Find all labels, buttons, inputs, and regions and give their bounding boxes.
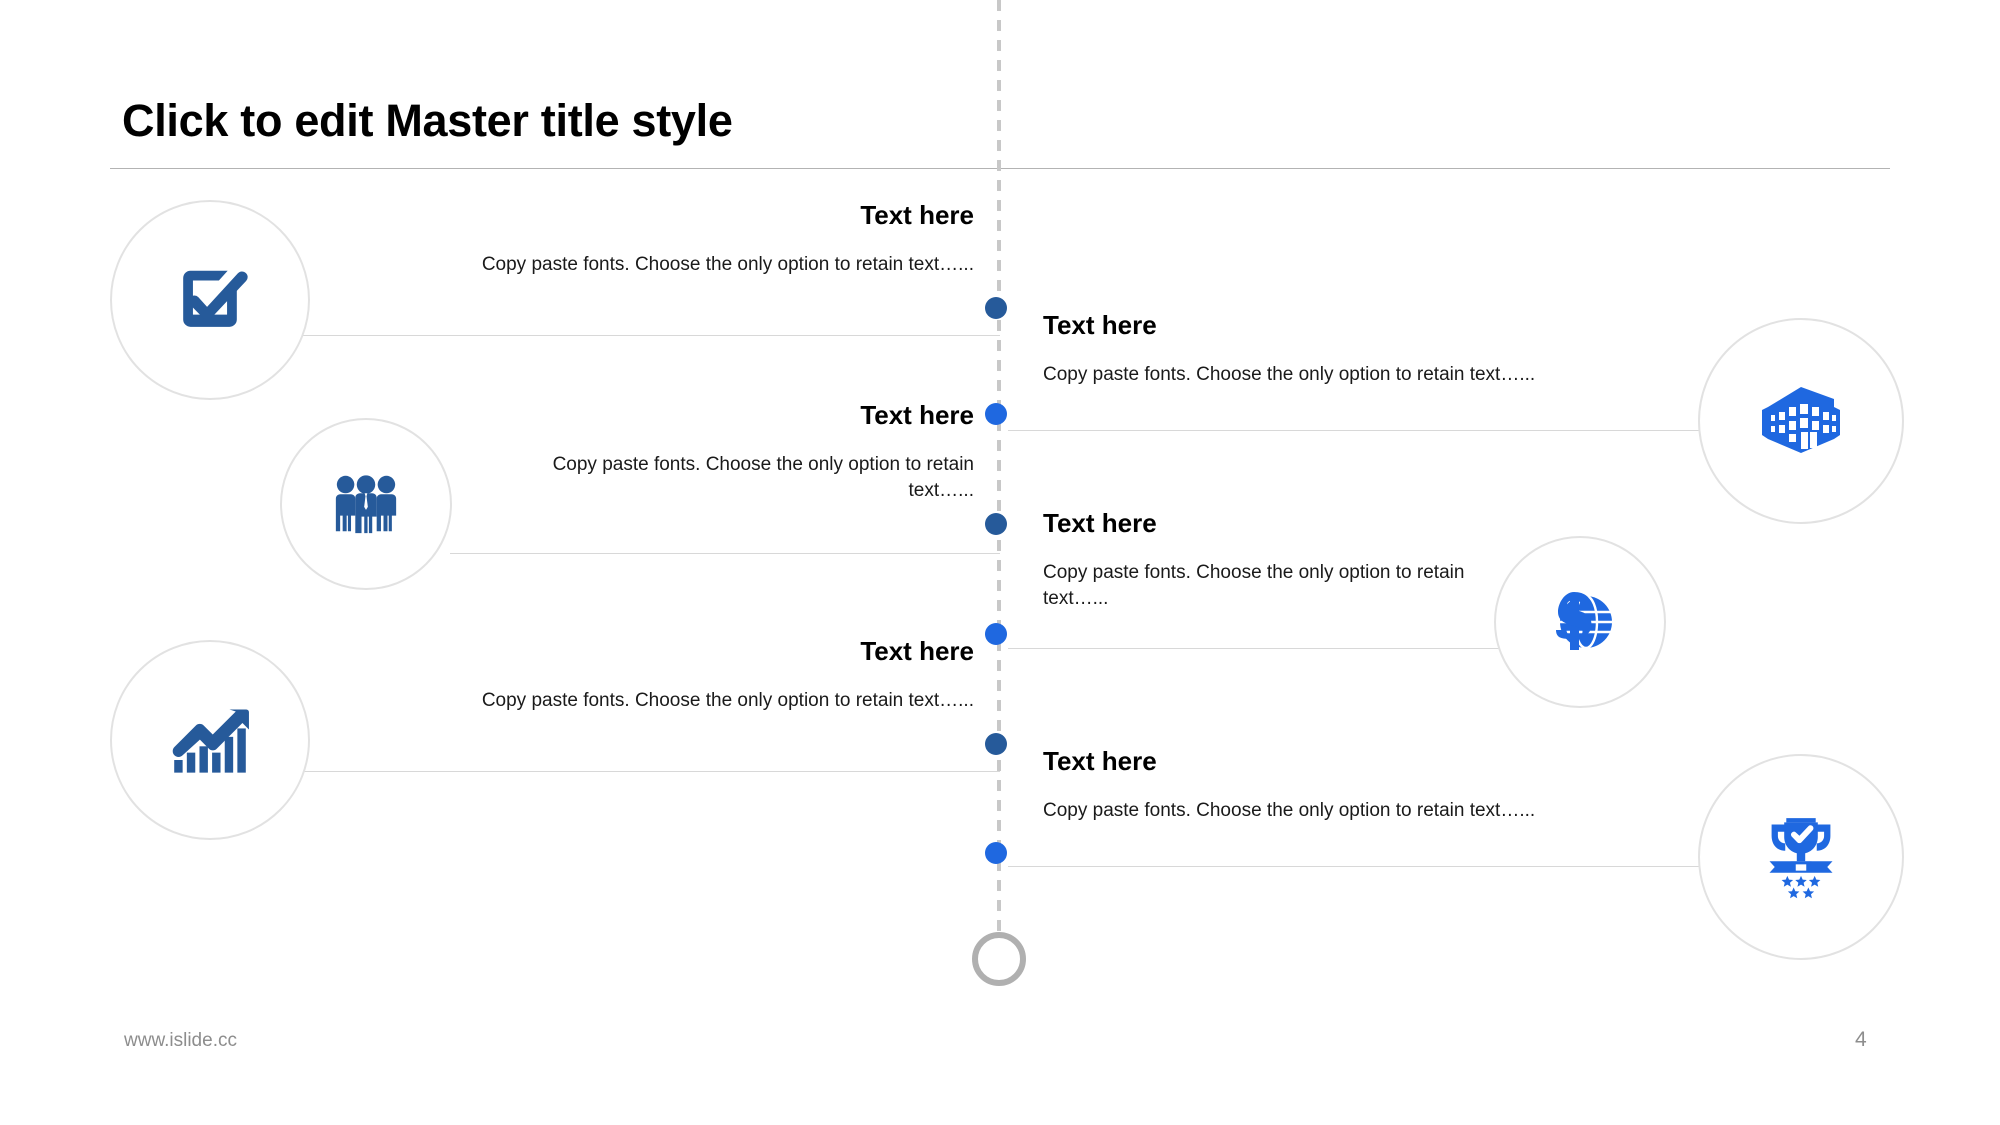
connector-line-left-3 bbox=[300, 771, 1000, 772]
connector-line-left-1 bbox=[300, 335, 1000, 336]
text-block-left-3: Text here Copy paste fonts. Choose the o… bbox=[340, 636, 974, 714]
block-heading: Text here bbox=[860, 400, 974, 430]
block-heading: Text here bbox=[1043, 746, 1157, 776]
icon-circle-building[interactable] bbox=[1698, 318, 1904, 524]
text-block-right-3: Text here Copy paste fonts. Choose the o… bbox=[1043, 746, 1683, 824]
icon-circle-trophy[interactable] bbox=[1698, 754, 1904, 960]
timeline-spine bbox=[997, 0, 1001, 955]
block-body: Copy paste fonts. Choose the only option… bbox=[1043, 800, 1536, 822]
connector-line-right-1 bbox=[1008, 430, 1748, 431]
text-block-left-2: Text here Copy paste fonts. Choose the o… bbox=[500, 400, 974, 505]
growth-chart-icon bbox=[170, 704, 250, 776]
dollar-globe-icon bbox=[1544, 587, 1616, 657]
connector-line-left-2 bbox=[450, 553, 1000, 554]
text-block-right-2: Text here Copy paste fonts. Choose the o… bbox=[1043, 508, 1498, 613]
connector-line-right-2 bbox=[1008, 648, 1553, 649]
team-people-icon bbox=[331, 471, 401, 537]
timeline-node-6[interactable] bbox=[985, 842, 1007, 864]
timeline-end-circle-icon bbox=[972, 932, 1026, 986]
timeline-node-2[interactable] bbox=[985, 403, 1007, 425]
footer-url[interactable]: www.islide.cc bbox=[124, 1030, 237, 1051]
text-block-right-1: Text here Copy paste fonts. Choose the o… bbox=[1043, 310, 1683, 388]
block-body: Copy paste fonts. Choose the only option… bbox=[552, 454, 974, 502]
page-number: 4 bbox=[1855, 1028, 1867, 1051]
block-body: Copy paste fonts. Choose the only option… bbox=[481, 254, 974, 276]
block-heading: Text here bbox=[860, 636, 974, 666]
timeline-node-5[interactable] bbox=[985, 733, 1007, 755]
office-building-icon bbox=[1760, 384, 1842, 458]
block-heading: Text here bbox=[1043, 508, 1157, 538]
checkbox-check-icon bbox=[171, 261, 249, 339]
text-block-left-1: Text here Copy paste fonts. Choose the o… bbox=[340, 200, 974, 278]
timeline-node-3[interactable] bbox=[985, 513, 1007, 535]
block-heading: Text here bbox=[860, 200, 974, 230]
icon-circle-checkbox[interactable] bbox=[110, 200, 310, 400]
block-body: Copy paste fonts. Choose the only option… bbox=[481, 690, 974, 712]
block-heading: Text here bbox=[1043, 310, 1157, 340]
connector-line-right-3 bbox=[1008, 866, 1748, 867]
block-body: Copy paste fonts. Choose the only option… bbox=[1043, 364, 1536, 386]
block-body: Copy paste fonts. Choose the only option… bbox=[1043, 562, 1465, 610]
trophy-award-icon bbox=[1763, 815, 1839, 899]
page-title: Click to edit Master title style bbox=[122, 95, 733, 146]
timeline-node-1[interactable] bbox=[985, 297, 1007, 319]
timeline-node-4[interactable] bbox=[985, 623, 1007, 645]
icon-circle-team[interactable] bbox=[280, 418, 452, 590]
icon-circle-finance[interactable] bbox=[1494, 536, 1666, 708]
icon-circle-growth[interactable] bbox=[110, 640, 310, 840]
